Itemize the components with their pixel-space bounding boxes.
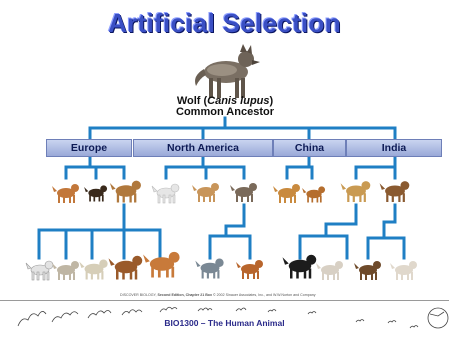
dog-image xyxy=(379,181,410,202)
region-europe: Europe xyxy=(46,139,132,157)
dog-image xyxy=(195,258,224,279)
region-china: China xyxy=(273,139,346,157)
footer-decoration xyxy=(17,306,449,329)
dog-image xyxy=(192,183,219,202)
course-footer: BIO1300 – The Human Animal xyxy=(164,318,285,328)
wolf-image xyxy=(195,44,260,98)
dog-image xyxy=(230,183,257,202)
dog-image xyxy=(52,261,79,280)
dog-image xyxy=(316,261,343,280)
dog-image xyxy=(302,186,326,203)
slide-title: Artificial Selection xyxy=(108,8,341,38)
ancestor-label: Wolf (Canis lupus) Common Ancestor xyxy=(150,96,300,118)
dog-image xyxy=(151,183,180,204)
dog-image xyxy=(340,181,371,202)
dog-image xyxy=(390,261,417,280)
dog-row-1 xyxy=(52,180,410,204)
ancestor-name: Wolf (Canis lupus) xyxy=(176,95,274,107)
lineage-tree xyxy=(37,116,406,260)
dog-image xyxy=(109,180,141,203)
dog-image xyxy=(25,260,54,281)
footer-divider xyxy=(0,300,449,301)
dog-row-2 xyxy=(25,251,417,281)
dog-image xyxy=(52,184,79,203)
region-north-america: North America xyxy=(133,139,273,157)
region-india: India xyxy=(346,139,442,157)
dog-image xyxy=(354,261,381,280)
source-credit: DISCOVER BIOLOGY, Second Edition, Chapte… xyxy=(120,293,316,297)
dog-image xyxy=(273,184,300,203)
ancestor-caption: Common Ancestor xyxy=(176,106,274,118)
dog-image xyxy=(236,260,263,279)
dog-image xyxy=(84,185,108,202)
dog-image xyxy=(79,259,108,280)
